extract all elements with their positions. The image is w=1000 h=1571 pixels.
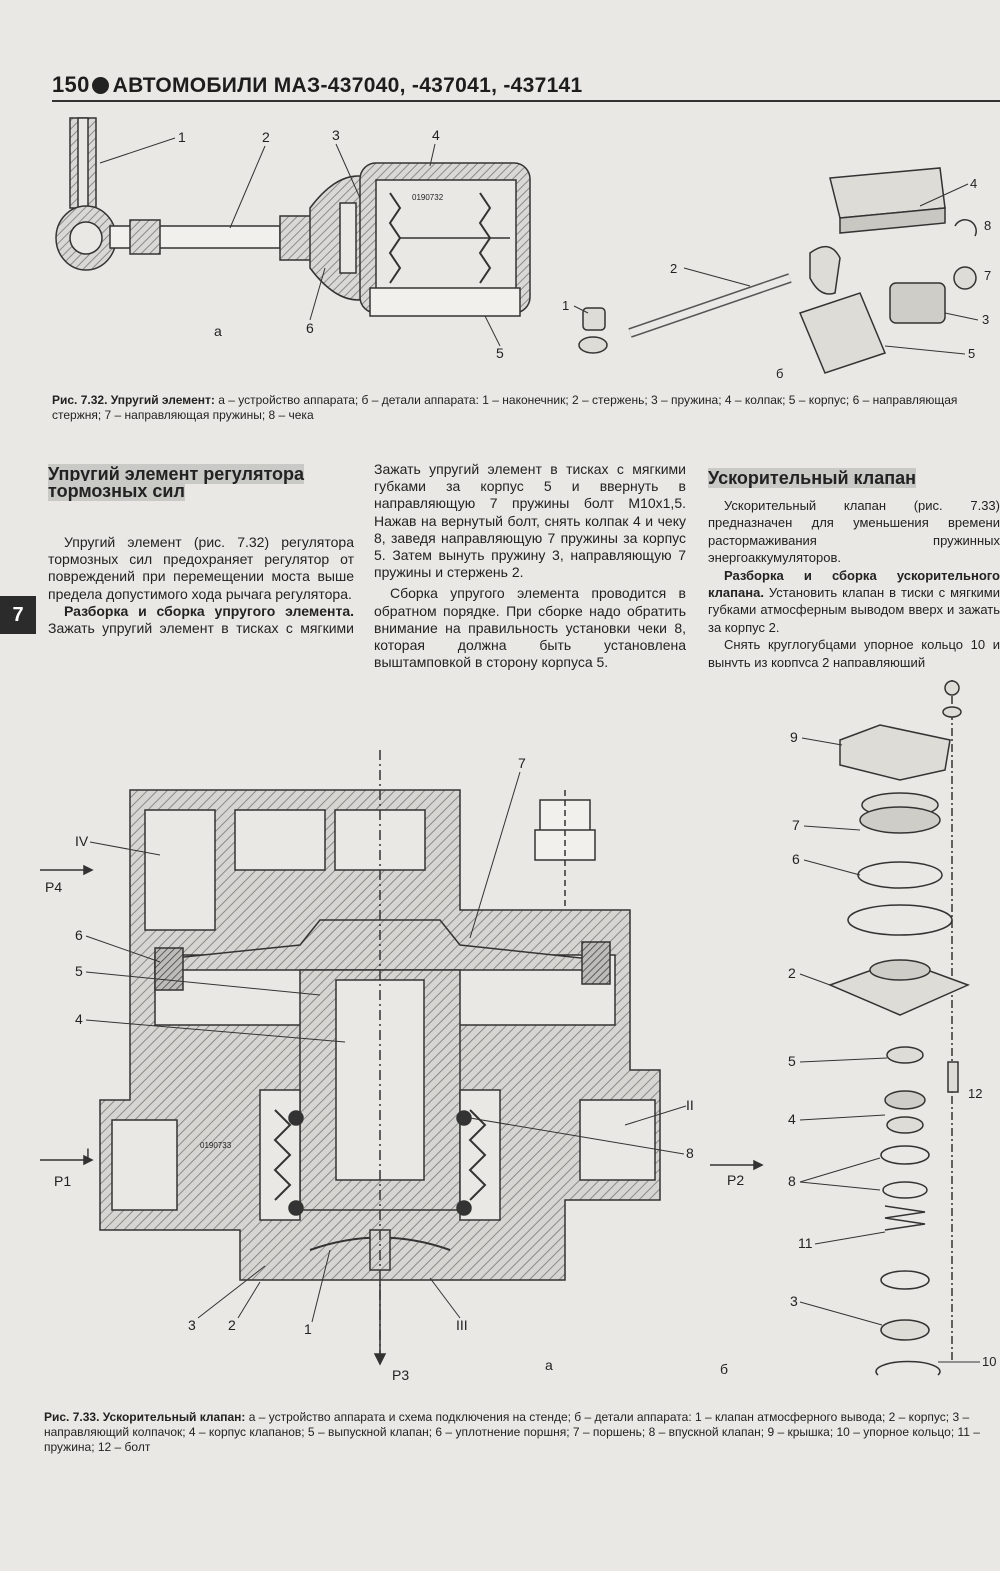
callout-4: 4 — [75, 1011, 83, 1027]
callout-b3: 3 — [790, 1293, 798, 1309]
callout-b7: 7 — [984, 268, 991, 283]
callout-5: 5 — [75, 963, 83, 979]
callout-1: 1 — [304, 1321, 312, 1337]
sub-label-b: б — [776, 366, 783, 381]
para-relay-intro: Ускорительный клапан (рис. 7.33) предназ… — [708, 498, 1000, 566]
callout-b4: 4 — [788, 1111, 796, 1127]
caption-text-733: а – устройство аппарата и схема подключе… — [44, 1410, 980, 1454]
callout-b9: 9 — [790, 729, 798, 745]
callout-b12: 12 — [968, 1086, 982, 1101]
callout-b5: 5 — [788, 1053, 796, 1069]
callout-b5: 5 — [968, 346, 975, 361]
callout-b2: 2 — [788, 965, 796, 981]
para-disassembly-start: Разборка и сборка упругого элемента. Заж… — [48, 602, 354, 637]
callout-b8: 8 — [984, 218, 991, 233]
para-intro: Упругий элемент (рис. 7.32) регулятора т… — [48, 534, 354, 602]
bullet-icon — [91, 77, 109, 94]
callout-b8: 8 — [788, 1173, 796, 1189]
part-code-732: 0190732 — [412, 193, 444, 202]
callout-2: 2 — [228, 1317, 236, 1333]
callout-8: 8 — [686, 1145, 694, 1161]
fig733-b-callouts: 9 7 6 2 5 12 4 8 11 3 10 — [788, 729, 996, 1369]
figure-7-32-caption: Рис. 7.32. Упругий элемент: а – устройст… — [52, 393, 998, 423]
para-relay-disassembly: Разборка и сборка ускорительного клапана… — [708, 567, 1000, 635]
callout-I: I — [86, 1145, 90, 1161]
section-heading-elastic-element: Упругий элемент регулятора тормозных сил — [48, 464, 305, 501]
figure-7-33-caption: Рис. 7.33. Ускорительный клапан: а – уст… — [44, 1410, 994, 1455]
fig732-exploded-parts — [578, 167, 977, 374]
figure-7-33: 7 IV P4 6 5 4 I P1 II 8 3 2 1 III P3 019… — [40, 680, 996, 1383]
callout-III: III — [456, 1317, 468, 1333]
caption-title-733: Рис. 7.33. Ускорительный клапан: — [44, 1410, 246, 1424]
section-heading-relay-valve: Ускорительный клапан — [708, 468, 916, 488]
sub-label-a-733: а — [545, 1357, 553, 1373]
callout-P2: P2 — [727, 1172, 744, 1188]
para-disassembly-cont: Зажать упругий элемент в тисках с мягким… — [374, 461, 686, 581]
book-title: АВТОМОБИЛИ МАЗ-437040, -437041, -437141 — [112, 74, 583, 97]
fig733-a-callouts: 7 IV P4 6 5 4 I P1 II 8 3 2 1 III P3 019… — [45, 755, 744, 1383]
column-3: Ускорительный клапан (рис. 7.33) предназ… — [708, 497, 1000, 667]
callout-IV: IV — [75, 833, 89, 849]
callout-b11: 11 — [798, 1235, 813, 1251]
fig733-exploded-parts — [827, 680, 971, 1376]
figure-7-32: 1 2 3 4 6 5 а 0190732 4 2 1 8 7 3 — [55, 117, 991, 381]
callout-3: 3 — [332, 127, 340, 143]
callout-2: 2 — [262, 129, 270, 145]
callout-P1: P1 — [54, 1173, 71, 1189]
callout-5: 5 — [496, 345, 504, 361]
callout-6: 6 — [75, 927, 83, 943]
para-assembly: Сборка упругого элемента проводится в об… — [374, 585, 686, 671]
para-relay-step: Снять круглогубцами упорное кольцо 10 и … — [708, 637, 1000, 667]
column-2: Зажать упругий элемент в тисках с мягким… — [374, 461, 686, 671]
sub-label-b-733: б — [720, 1361, 728, 1377]
running-header: 150 АВТОМОБИЛИ МАЗ-437040, -437041, -4371… — [52, 72, 583, 98]
fig732-a-callouts: 1 2 3 4 6 5 а 0190732 — [99, 127, 504, 361]
callout-4: 4 — [432, 127, 440, 143]
callout-3: 3 — [188, 1317, 196, 1333]
callout-b6: 6 — [792, 851, 800, 867]
callout-b4: 4 — [970, 176, 977, 191]
callout-7: 7 — [518, 755, 526, 771]
callout-b2: 2 — [670, 261, 677, 276]
page-number: 150 — [52, 72, 90, 97]
callout-b1: 1 — [562, 298, 569, 313]
callout-6: 6 — [306, 320, 314, 336]
fig733-section-drawing — [40, 750, 764, 1366]
caption-text: а – устройство аппарата; б – детали аппа… — [52, 393, 958, 422]
callout-b3: 3 — [982, 312, 989, 327]
sub-label-a: а — [214, 323, 222, 339]
fig732-b-callouts: 4 2 1 8 7 3 5 б — [562, 176, 991, 381]
header-rule — [52, 100, 1000, 102]
callout-P3: P3 — [392, 1367, 409, 1383]
part-code-733: 0190733 — [200, 1141, 232, 1150]
caption-title: Рис. 7.32. Упругий элемент: — [52, 393, 215, 407]
callout-II: II — [686, 1097, 694, 1113]
fig732-assembly-drawing — [55, 117, 531, 317]
chapter-tab: 7 — [0, 596, 36, 634]
callout-b7: 7 — [792, 817, 800, 833]
column-1: Упругий элемент (рис. 7.32) регулятора т… — [48, 534, 354, 637]
callout-1: 1 — [178, 129, 186, 145]
callout-P4: P4 — [45, 879, 62, 895]
callout-b10: 10 — [982, 1354, 996, 1369]
